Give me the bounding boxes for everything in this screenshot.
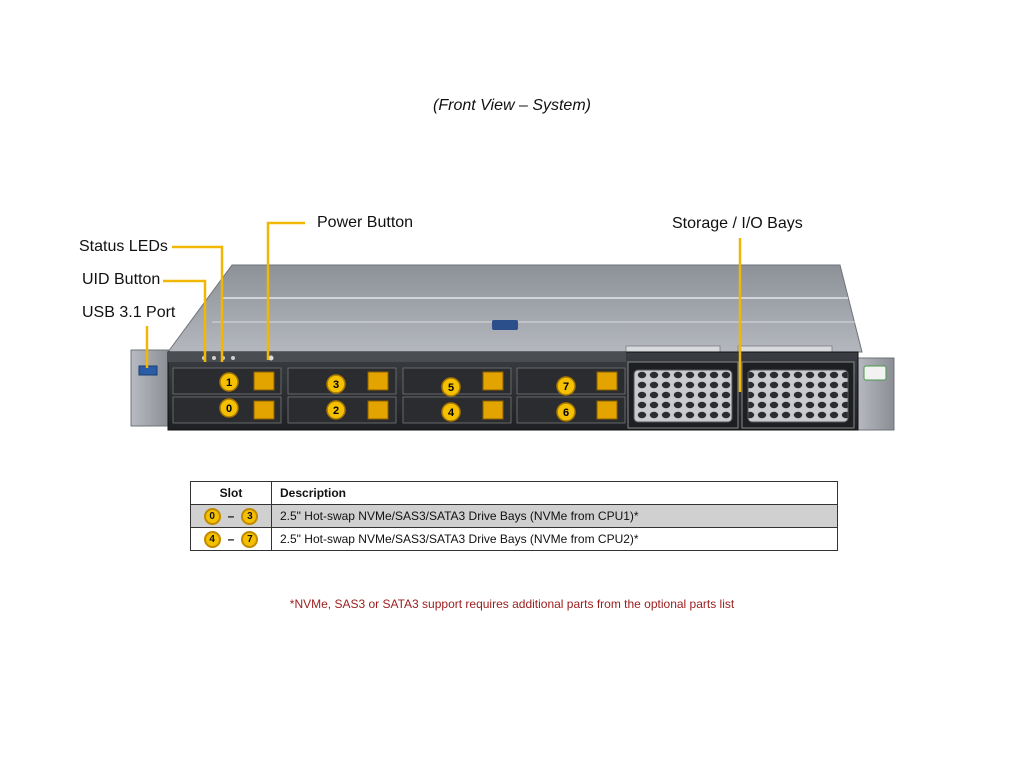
slot-cell: 0–3: [190, 504, 272, 528]
callout-storage-bays: Storage / I/O Bays: [672, 215, 803, 232]
callout-status-leds: Status LEDs: [79, 238, 168, 255]
column-header-slot: Slot: [190, 481, 272, 505]
table-row: 0–3 2.5" Hot-swap NVMe/SAS3/SATA3 Drive …: [190, 504, 838, 528]
table-header-row: Slot Description: [190, 481, 838, 505]
description-cell: 2.5" Hot-swap NVMe/SAS3/SATA3 Drive Bays…: [271, 527, 838, 551]
power-button-icon: [268, 355, 274, 361]
bay-badge: 5: [448, 382, 454, 394]
left-rack-ear: [130, 349, 170, 427]
bay-badge: 1: [226, 377, 232, 389]
footnote: *NVMe, SAS3 or SATA3 support requires ad…: [289, 597, 735, 611]
bay-badge: 7: [563, 381, 569, 393]
slot-badge: 4: [203, 530, 221, 548]
bay-badge: 3: [333, 379, 339, 391]
bay-badge: 0: [226, 403, 232, 415]
bay-badge: 2: [333, 405, 339, 417]
callout-power-button: Power Button: [317, 214, 414, 231]
bay-number-badges: 1 3 5 7 0 2 4 6: [219, 372, 576, 422]
bay-badge: 6: [563, 407, 569, 419]
vendor-logo: [863, 365, 887, 381]
diagram-title: (Front View – System): [433, 97, 591, 114]
slot-badge: 3: [241, 507, 259, 525]
callout-usb-port: USB 3.1 Port: [82, 304, 176, 321]
slot-description-table: Slot Description 0–3 2.5" Hot-swap NVMe/…: [190, 481, 838, 551]
callout-lines: [145, 221, 742, 392]
chassis-top: [167, 264, 863, 353]
callout-uid-button: UID Button: [82, 271, 161, 288]
slot-badge: 0: [203, 507, 221, 525]
range-dash: –: [227, 532, 235, 546]
bay-badge: 4: [448, 407, 455, 419]
table-row: 4–7 2.5" Hot-swap NVMe/SAS3/SATA3 Drive …: [190, 527, 838, 551]
slot-cell: 4–7: [190, 527, 272, 551]
range-dash: –: [227, 509, 235, 523]
slot-badge: 7: [241, 530, 259, 548]
storage-io-bays: [627, 361, 855, 429]
description-cell: 2.5" Hot-swap NVMe/SAS3/SATA3 Drive Bays…: [271, 504, 838, 528]
column-header-description: Description: [271, 481, 838, 505]
